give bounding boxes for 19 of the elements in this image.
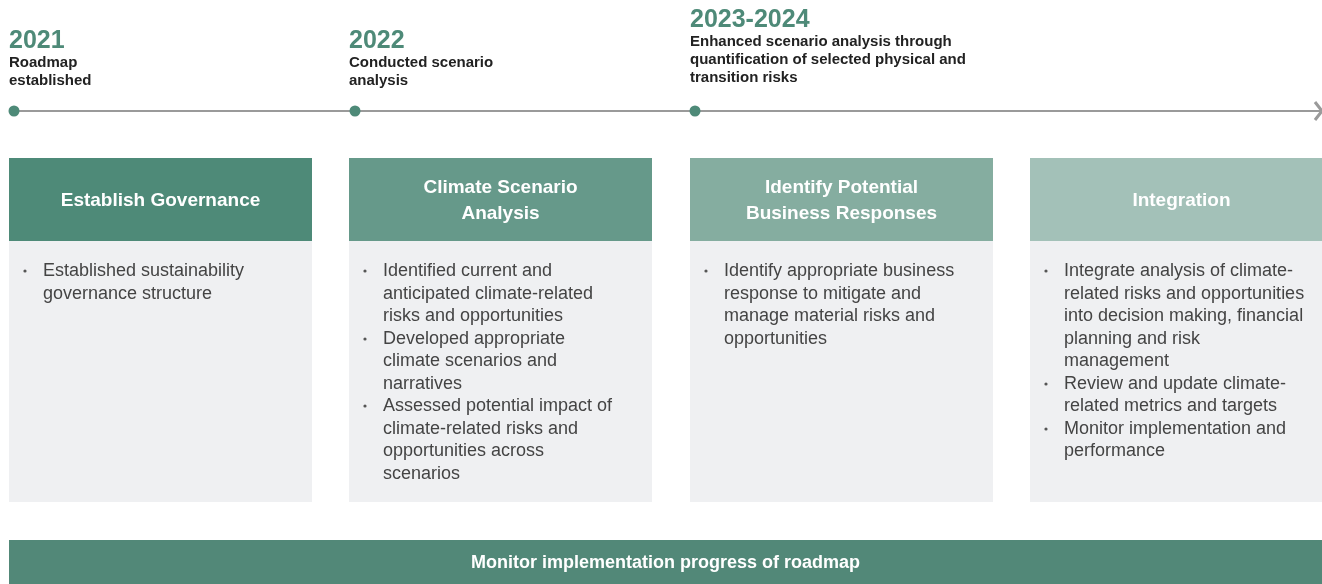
column-heading: Integration — [1030, 158, 1322, 241]
bullet-item: Developed appropriate climate scenarios and narratives — [383, 327, 566, 393]
bullet-item: Established sustainability governance structure — [43, 260, 245, 303]
bullet-item: Identify appropriate business response to mitigate and manage material risks and opportunities — [724, 260, 955, 348]
milestone-description: Roadmap established — [9, 53, 93, 89]
column-heading: Identify Potential Business Responses — [690, 158, 993, 241]
milestone-year: 2021 — [9, 26, 65, 52]
milestone-year: 2023-2024 — [690, 5, 810, 31]
bullet-item: Review and update climate-related metrics and targets — [1064, 372, 1287, 415]
milestone-description: Enhanced scenario analysis through quantification of selected physical and transition risks — [690, 32, 967, 86]
bullet-item: Integrate analysis of climate-related risks and opportunities into decision making, financial planning and risk management — [1064, 260, 1305, 370]
summary-banner: Monitor implementation progress of roadmap — [9, 540, 1322, 584]
bullet-item: Assessed potential impact of climate-related risks and opportunities across scenarios — [383, 395, 613, 483]
column-heading: Establish Governance — [9, 158, 312, 241]
bullet-item: Identified current and anticipated climate-related risks and opportunities — [383, 260, 594, 325]
bullet-item: Monitor implementation and performance — [1064, 417, 1287, 460]
milestone-year: 2022 — [349, 26, 405, 52]
milestone-description: Conducted scenario analysis — [349, 53, 495, 89]
column-heading: Climate Scenario Analysis — [349, 158, 652, 241]
